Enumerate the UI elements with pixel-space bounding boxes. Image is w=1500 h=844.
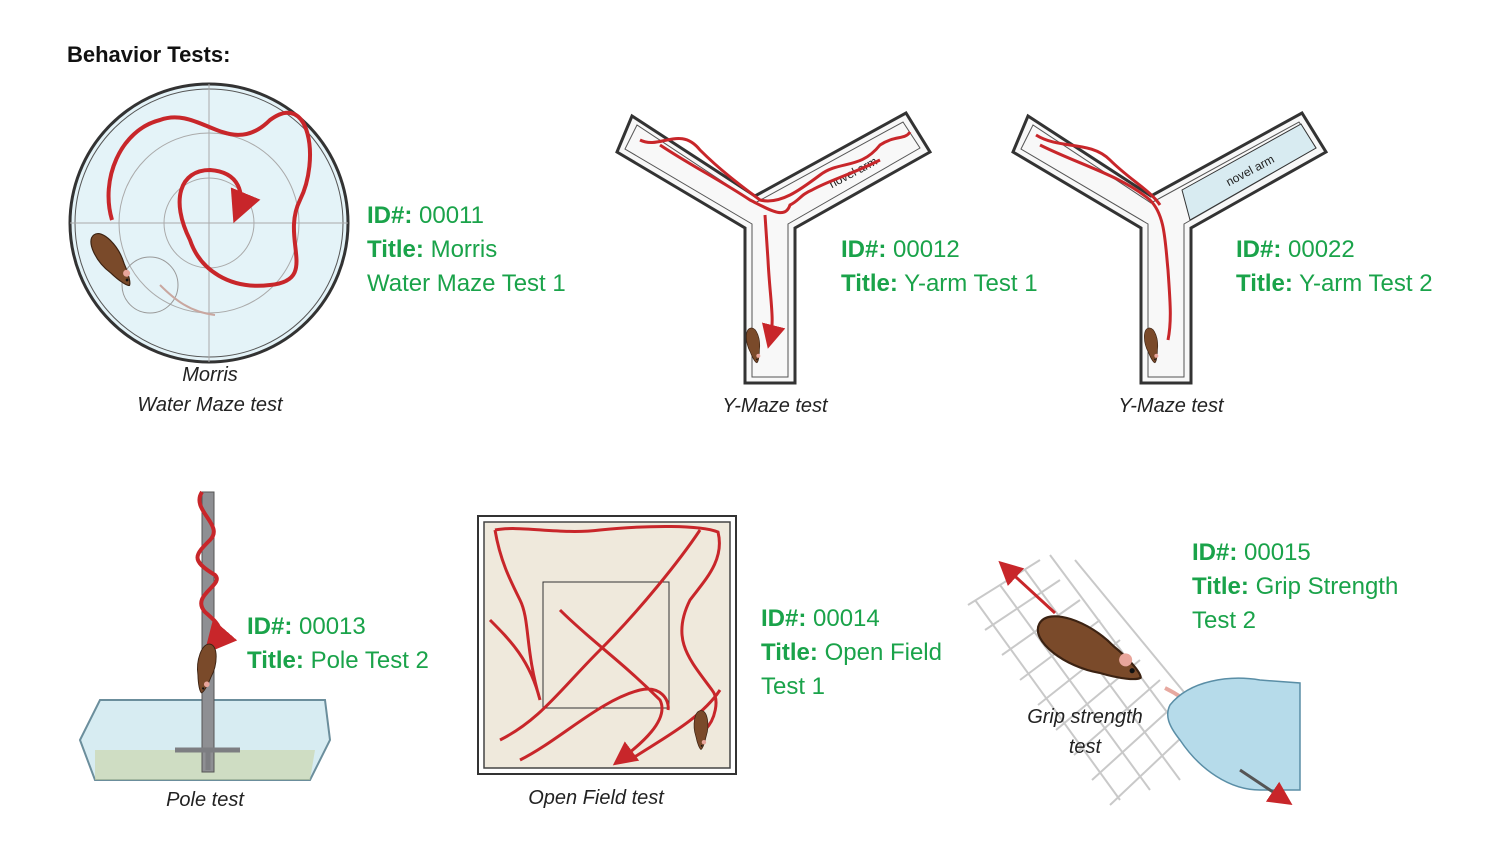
morris-caption-line1: Morris [182,364,238,386]
ymaze1-info: ID#: 00012 Title: Y-arm Test 1 [841,233,1038,301]
id-label: ID#: [247,613,293,640]
title-label: Title: [761,639,818,666]
id-value: 00022 [1288,236,1355,263]
grip-caption: Grip strength test [995,702,1175,762]
id-value: 00013 [299,613,366,640]
openfield-caption: Open Field test [528,787,664,809]
title-label: Title: [367,236,424,263]
id-value: 00012 [893,236,960,263]
ymaze1-caption: Y-Maze test [722,395,828,417]
id-value: 00015 [1244,539,1311,566]
pole-test-illustration [78,490,332,781]
morris-caption-line2: Water Maze test [137,394,283,416]
grip-caption-line2: test [1068,736,1102,758]
grip-strength-illustration [967,554,1301,806]
morris-caption: Morris Water Maze test [110,360,310,420]
grip-info: ID#: 00015 Title: Grip Strength Test 2 [1192,536,1398,638]
title-label: Title: [247,647,304,674]
title-value: Y-arm Test 1 [904,270,1038,297]
ymaze2-info: ID#: 00022 Title: Y-arm Test 2 [1236,233,1433,301]
title-value-line2: Test 2 [1192,607,1257,634]
id-label: ID#: [1192,539,1238,566]
title-label: Title: [1236,270,1293,297]
pole-info: ID#: 00013 Title: Pole Test 2 [247,610,429,678]
ymaze2-caption: Y-Maze test [1118,395,1224,417]
title-label: Title: [841,270,898,297]
title-value-line2: Test 1 [761,673,826,700]
id-value: 00011 [419,202,484,229]
title-label: Title: [1192,573,1249,600]
morris-info: ID#: 00011 Title: Morris Water Maze Test… [367,199,566,301]
grip-caption-line1: Grip strength [1027,706,1143,728]
y-maze-2-illustration: novel arm [1011,110,1329,385]
morris-water-maze-illustration [68,82,350,364]
pole-caption: Pole test [166,789,244,811]
id-label: ID#: [761,605,807,632]
title-value: Grip Strength [1255,573,1399,600]
id-label: ID#: [1236,236,1282,263]
title-value: Y-arm Test 2 [1299,270,1433,297]
open-field-illustration [477,515,737,774]
id-value: 00014 [813,605,880,632]
title-value: Pole Test 2 [310,647,429,674]
title-value: Open Field [824,639,942,666]
id-label: ID#: [841,236,887,263]
y-maze-1-illustration: novel arm [615,110,933,385]
page-title: Behavior Tests: [67,42,231,67]
id-label: ID#: [367,202,413,229]
title-value-line2: Water Maze Test 1 [367,270,566,297]
title-value: Morris [430,236,498,263]
openfield-info: ID#: 00014 Title: Open Field Test 1 [761,602,942,704]
